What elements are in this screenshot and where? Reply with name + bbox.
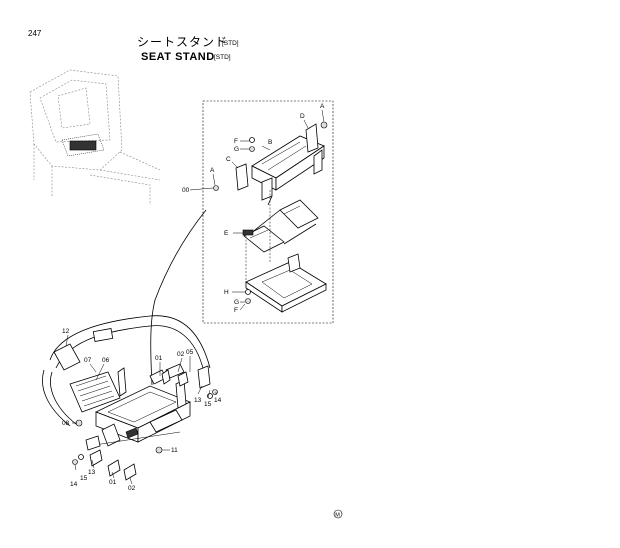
callout-14-right: 14: [214, 397, 222, 404]
callout-g-top: G: [234, 146, 239, 153]
small-loose-parts: [89, 369, 189, 481]
callout-g-bottom: G: [234, 299, 239, 306]
title-japanese-std-tag: [STD]: [222, 40, 239, 47]
callout-01-lower: 01: [109, 479, 117, 486]
callout-01-upper: 01: [155, 355, 163, 362]
callout-00: 00: [182, 187, 190, 194]
callout-14-left: 14: [70, 481, 78, 488]
callout-05: 05: [186, 349, 194, 356]
callout-f-bottom: F: [234, 307, 238, 314]
detail-frame: [202, 100, 334, 324]
detail-slide-rail-assembly: [242, 195, 319, 253]
callout-08: 08: [62, 420, 70, 427]
callout-13-right: 13: [194, 397, 202, 404]
footer-mark-letter: M: [335, 512, 340, 518]
callout-15-right: 15: [204, 401, 212, 408]
footer-m-mark: M: [333, 509, 343, 519]
callout-d: D: [300, 113, 305, 120]
detail-base-plate: [245, 253, 327, 313]
callout-b: B: [268, 139, 272, 146]
highlighted-seat-stand-location: [69, 140, 97, 151]
callout-06: 06: [102, 357, 110, 364]
callout-labels: A D B F G C A 00 E H G F 12 07 06 01 02 …: [62, 103, 325, 492]
callout-a-top: A: [320, 103, 325, 110]
callout-h: H: [224, 289, 229, 296]
callout-e: E: [224, 230, 229, 237]
callout-11: 11: [171, 447, 178, 454]
page-number: 247: [28, 29, 42, 38]
rear-cover-panel: [69, 371, 121, 413]
callout-a-left: A: [210, 167, 215, 174]
title-english: SEAT STAND: [141, 51, 215, 63]
seat-belt-strap: [42, 315, 211, 427]
title-english-std-tag: [STD]: [214, 54, 231, 61]
machine-cab-location-sketch: [29, 69, 161, 205]
leader-lines: [65, 109, 325, 485]
title-block: シートスタンド [STD] SEAT STAND [STD]: [137, 35, 239, 63]
callout-f-top: F: [234, 138, 238, 145]
detail-upper-bracket-assembly: [213, 121, 328, 201]
callout-15-left: 15: [80, 475, 88, 482]
belt-buckle: [53, 343, 81, 371]
title-japanese: シートスタンド: [137, 35, 228, 49]
callout-13-left: 13: [88, 469, 96, 476]
callout-02-upper: 02: [177, 351, 185, 358]
main-seat-stand-assembly: [72, 363, 218, 465]
callout-12: 12: [62, 328, 70, 335]
callout-07: 07: [84, 357, 92, 364]
callout-02-lower: 02: [128, 485, 136, 492]
callout-c: C: [226, 156, 231, 163]
detail-leader-line: [150, 209, 207, 386]
